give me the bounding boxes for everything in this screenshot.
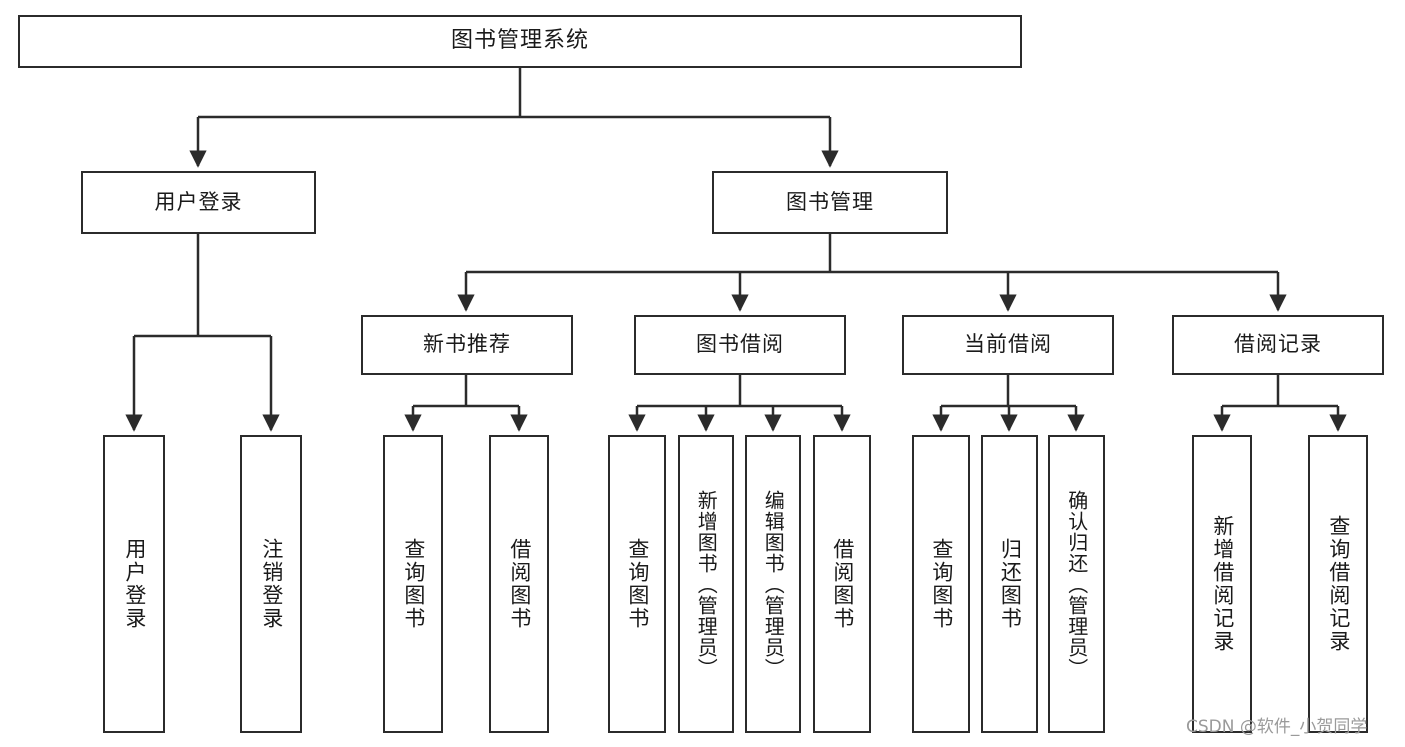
- node-borrow-record[interactable]: 借阅记录: [1172, 315, 1384, 375]
- node-leaf-query-book-1[interactable]: 查询图书: [383, 435, 443, 733]
- node-label: 借阅记录: [1234, 332, 1322, 357]
- node-label: 新书推荐: [423, 332, 511, 357]
- node-label: 用户登录: [154, 189, 243, 214]
- node-label: 当前借阅: [964, 332, 1052, 357]
- node-label: 图书借阅: [696, 332, 784, 357]
- node-label: 图书管理系统: [450, 28, 589, 54]
- node-book-manage[interactable]: 图书管理: [712, 171, 948, 234]
- node-label: 编辑图书（管理员）: [761, 489, 786, 679]
- node-label: 确认归还（管理员）: [1064, 489, 1089, 679]
- node-label: 查询借阅记录: [1326, 515, 1351, 653]
- node-leaf-confirm-return-admin[interactable]: 确认归还（管理员）: [1048, 435, 1105, 733]
- node-label: 借阅图书: [507, 538, 532, 630]
- node-label: 查询图书: [625, 538, 650, 630]
- node-leaf-logout[interactable]: 注销登录: [240, 435, 302, 733]
- node-label: 注销登录: [259, 538, 284, 630]
- node-leaf-query-borrow-record[interactable]: 查询借阅记录: [1308, 435, 1368, 733]
- node-leaf-user-login[interactable]: 用户登录: [103, 435, 165, 733]
- node-label: 查询图书: [401, 538, 426, 630]
- node-label: 查询图书: [929, 538, 954, 630]
- node-label: 图书管理: [786, 189, 874, 214]
- node-root-book-management-system[interactable]: 图书管理系统: [18, 15, 1022, 68]
- node-label: 用户登录: [122, 538, 147, 630]
- node-label: 新增图书（管理员）: [694, 489, 719, 679]
- node-leaf-query-book-2[interactable]: 查询图书: [608, 435, 666, 733]
- node-label: 借阅图书: [830, 538, 855, 630]
- node-leaf-edit-book-admin[interactable]: 编辑图书（管理员）: [745, 435, 801, 733]
- node-book-borrow[interactable]: 图书借阅: [634, 315, 846, 375]
- node-user-login[interactable]: 用户登录: [81, 171, 316, 234]
- csdn-watermark: CSDN @软件_小贺同学: [1186, 717, 1368, 737]
- node-leaf-add-book-admin[interactable]: 新增图书（管理员）: [678, 435, 734, 733]
- node-leaf-borrow-book-2[interactable]: 借阅图书: [813, 435, 871, 733]
- node-new-book-recommend[interactable]: 新书推荐: [361, 315, 573, 375]
- node-label: 新增借阅记录: [1210, 515, 1235, 653]
- node-leaf-query-book-3[interactable]: 查询图书: [912, 435, 970, 733]
- node-label: 归还图书: [998, 538, 1023, 630]
- node-leaf-add-borrow-record[interactable]: 新增借阅记录: [1192, 435, 1252, 733]
- node-leaf-borrow-book-1[interactable]: 借阅图书: [489, 435, 549, 733]
- node-leaf-return-book[interactable]: 归还图书: [981, 435, 1038, 733]
- node-current-borrow[interactable]: 当前借阅: [902, 315, 1114, 375]
